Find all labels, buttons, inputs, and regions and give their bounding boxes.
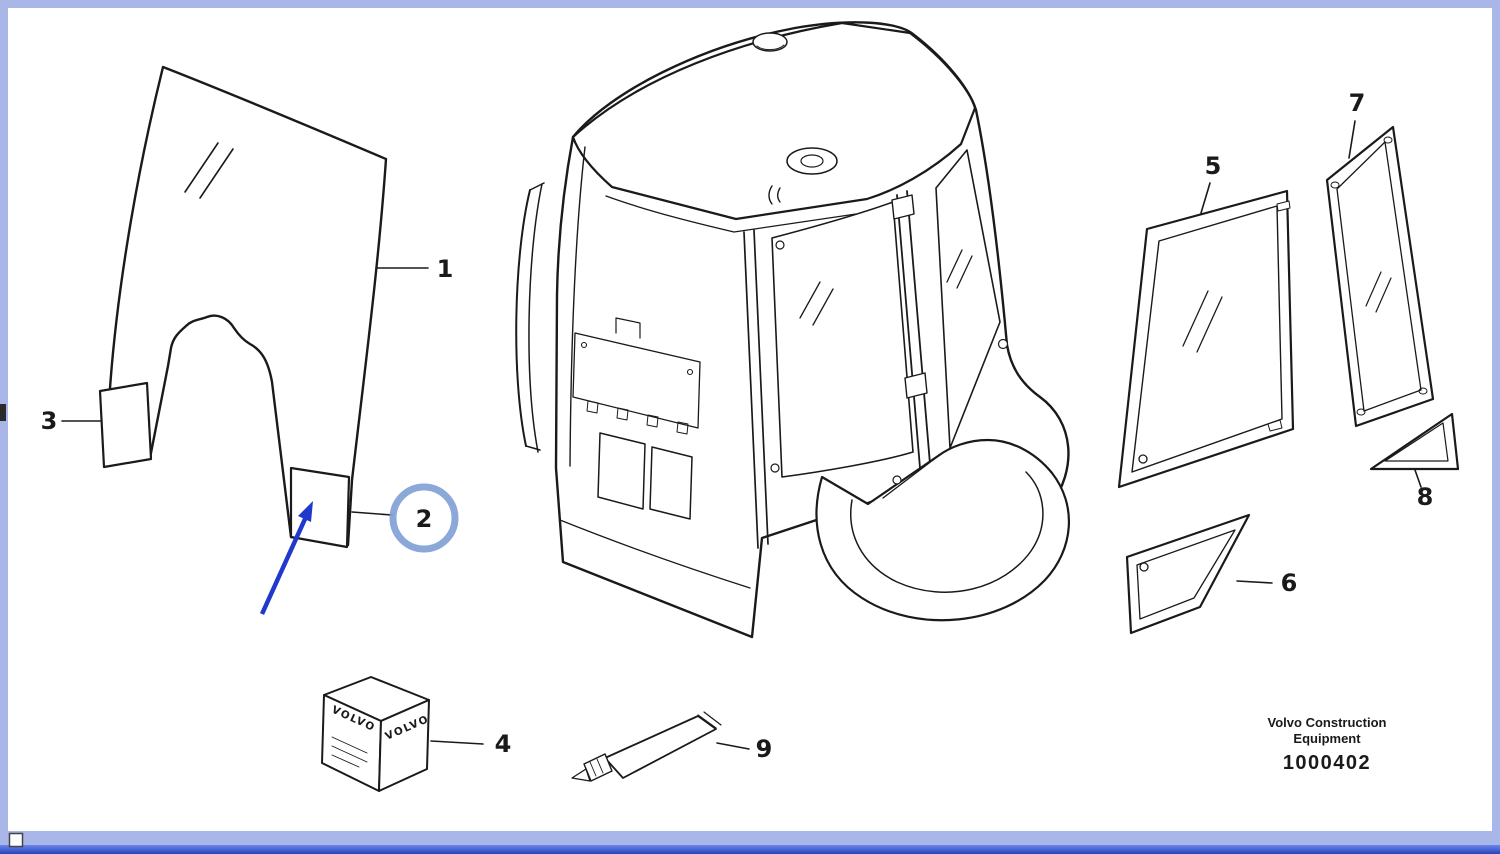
door-pillar: [896, 190, 931, 469]
glass-reflection-mark: [184, 142, 219, 193]
tube-nozzle: [571, 768, 591, 782]
left-edge-artifact: [0, 404, 6, 421]
handrail: [528, 183, 543, 453]
part-rear-glass-7: [1325, 125, 1435, 428]
callout-5[interactable]: 5: [1205, 152, 1222, 180]
callout-leader-lines: [61, 120, 1422, 750]
callout-6[interactable]: 6: [1281, 569, 1298, 597]
company-name-line1: Volvo Construction: [1268, 715, 1387, 730]
glass-reflection-mark: [199, 148, 234, 199]
bottom-left-handle[interactable]: [8, 832, 24, 848]
front-vent-opening: [597, 432, 646, 510]
callout-3[interactable]: 3: [41, 407, 58, 435]
part-kit-box-4: VOLVO VOLVO: [321, 676, 431, 792]
part-door-glass-5: [1117, 189, 1295, 489]
part-small-panel-2: [289, 466, 351, 549]
callout-1[interactable]: 1: [437, 255, 454, 283]
cab-side-window: [935, 149, 1001, 449]
callout-4[interactable]: 4: [495, 730, 512, 758]
callout-8[interactable]: 8: [1417, 483, 1434, 511]
frame-left: [0, 0, 8, 854]
door-hinge: [891, 194, 915, 220]
door-hinge: [904, 372, 928, 399]
part-lower-glass-6: [1125, 513, 1251, 635]
branding-block: Volvo Construction Equipment 1000402: [1268, 715, 1387, 774]
highlight-ring: [389, 483, 459, 553]
part-windshield-glass: [108, 65, 388, 547]
handrail: [515, 189, 531, 447]
pointer-arrow: [259, 501, 313, 615]
callout-7[interactable]: 7: [1349, 89, 1366, 117]
cab-assembly: [515, 21, 1070, 639]
bottom-bar: [0, 845, 1500, 854]
roof-hatch: [786, 147, 838, 175]
front-vent-opening: [649, 446, 693, 520]
company-name-line2: Equipment: [1293, 731, 1361, 746]
part-triangle-glass-8: [1369, 412, 1460, 471]
figure-number: 1000402: [1283, 752, 1371, 774]
callout-2[interactable]: 2: [416, 505, 433, 533]
cab-front-window: [771, 201, 914, 478]
frame-top: [0, 0, 1500, 8]
frame-right: [1492, 0, 1500, 854]
part-sealant-tube-9: [571, 711, 722, 782]
roof-vent: [752, 32, 788, 52]
callout-9[interactable]: 9: [756, 735, 773, 763]
part-small-panel-3: [98, 381, 153, 469]
highlighted-callout-2[interactable]: 2: [389, 483, 459, 553]
front-plate: [572, 332, 701, 429]
